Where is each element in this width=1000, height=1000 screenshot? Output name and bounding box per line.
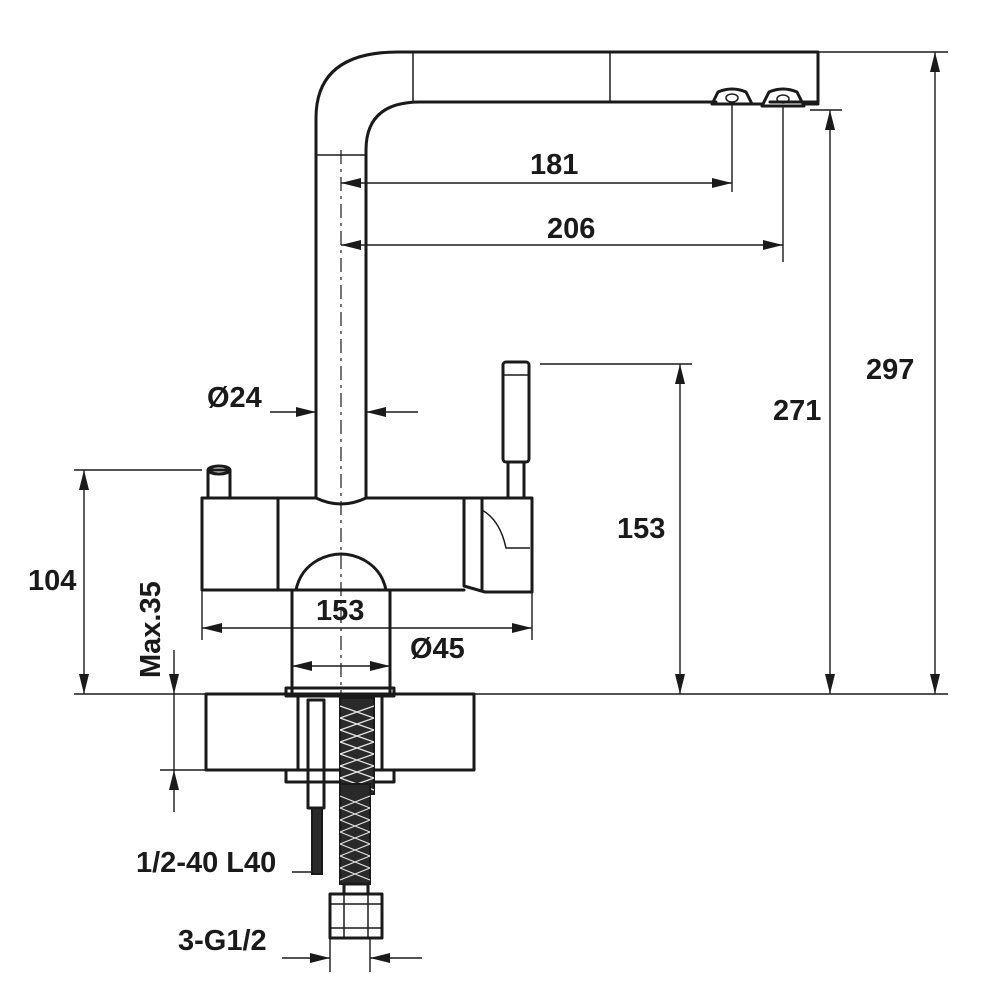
dimension-max-35-label: Max.35	[135, 581, 167, 678]
dimension-297: 297	[866, 52, 940, 694]
dimension-g-1-2-label: 3-G1/2	[178, 925, 267, 957]
dimension-diameter-45: Ø45	[292, 633, 465, 671]
threaded-rod	[306, 698, 326, 875]
dimension-104: 104	[28, 470, 89, 694]
dimension-max-35: Max.35	[135, 581, 179, 812]
dimension-181: 181	[341, 149, 732, 188]
dimension-206-label: 206	[547, 213, 595, 245]
dimension-153-horizontal-label: 153	[316, 595, 364, 627]
faucet-spout	[314, 50, 820, 500]
dimension-104-label: 104	[28, 565, 76, 597]
faucet-body	[200, 496, 534, 594]
dimension-hose-length: 1/2-40 L40	[136, 847, 276, 879]
flexible-hose	[328, 697, 384, 940]
dimension-206: 206	[341, 213, 783, 250]
dimension-hose-length-label: 1/2-40 L40	[136, 847, 276, 879]
spout-nozzles	[710, 87, 820, 108]
dimension-271: 271	[773, 110, 835, 694]
side-button	[206, 464, 232, 500]
dimension-153-vertical-label: 153	[617, 513, 665, 545]
extension-lines	[74, 51, 948, 972]
dimension-diameter-24-label: Ø24	[207, 382, 262, 414]
dimension-g-1-2: 3-G1/2	[178, 925, 422, 963]
dimension-271-label: 271	[773, 395, 821, 427]
lever-handle	[501, 360, 531, 500]
dimension-diameter-24: Ø24	[207, 382, 418, 417]
dimension-153-vertical: 153	[617, 364, 685, 694]
dimension-297-label: 297	[866, 354, 914, 386]
dimension-diameter-45-label: Ø45	[410, 633, 465, 665]
dimension-153-horizontal: 153	[202, 595, 532, 633]
dimension-181-label: 181	[530, 149, 578, 181]
